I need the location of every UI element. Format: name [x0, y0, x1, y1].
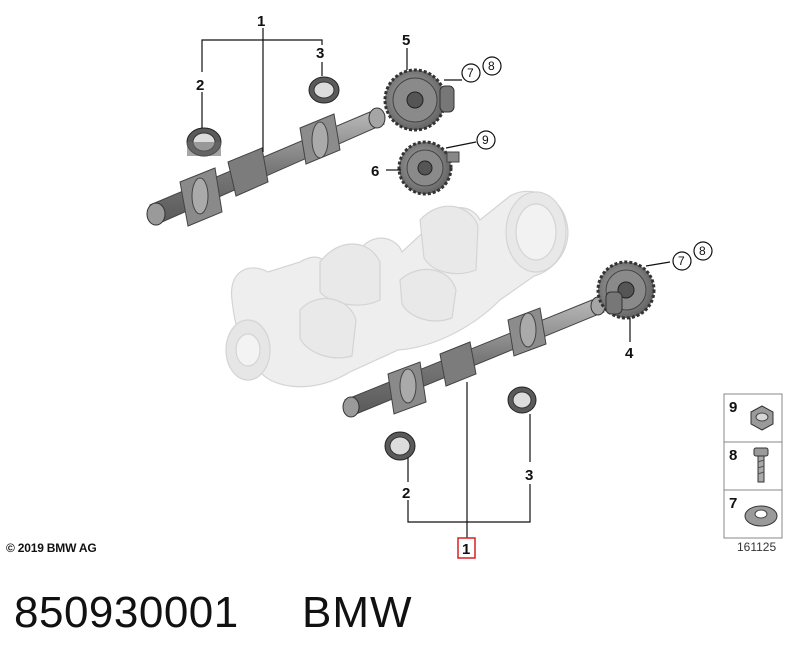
callout-5: 5	[402, 32, 410, 49]
crankshaft-ghost	[225, 190, 569, 388]
brand-name: BMW	[302, 588, 413, 637]
needle-bearing-lower-left	[384, 431, 416, 461]
callout-7-lower: 7	[678, 254, 685, 268]
legend-panel: 9 8 7	[723, 393, 783, 539]
callout-9: 9	[476, 130, 496, 150]
callout-4: 4	[625, 345, 634, 362]
legend-label-8: 8	[729, 447, 737, 464]
callout-8-lower: 8	[699, 244, 706, 258]
gear-4	[596, 260, 656, 320]
callout-8-upper: 8	[488, 59, 495, 73]
callout-3-top: 3	[316, 45, 324, 62]
gear-5	[383, 68, 455, 132]
callout-1-top: 1	[257, 13, 265, 30]
callout-1-bottom: 1	[462, 541, 470, 558]
callout-7-8-lower: 7 8	[672, 241, 713, 271]
callout-9-label: 9	[482, 133, 489, 147]
legend-label-7: 7	[729, 495, 737, 512]
callout-1-bottom-highlighted[interactable]: 1	[457, 537, 476, 559]
callout-7-8-upper: 7 8	[461, 56, 502, 83]
gear-6	[397, 140, 460, 196]
hex-nut-icon	[750, 405, 774, 431]
needle-bearing-lower-right	[507, 386, 537, 414]
legend-label-9: 9	[729, 399, 737, 416]
washer-icon	[744, 505, 778, 527]
copyright-notice: © 2019 BMW AG	[6, 541, 97, 555]
needle-bearing-upper-right	[308, 76, 340, 104]
bolt-icon	[753, 447, 769, 483]
drawing-number: 161125	[737, 540, 777, 554]
needle-bearing-upper-left	[186, 127, 222, 157]
callout-2-bottom: 2	[402, 485, 410, 502]
balance-shaft-lower	[342, 296, 606, 418]
part-number: 850930001	[14, 588, 239, 637]
balance-shaft-upper	[146, 107, 386, 227]
leader-lines	[201, 28, 671, 538]
callout-3-bottom: 3	[525, 467, 533, 484]
callout-6: 6	[371, 163, 379, 180]
callout-2-top: 2	[196, 77, 204, 94]
callout-7-upper: 7	[467, 66, 474, 80]
